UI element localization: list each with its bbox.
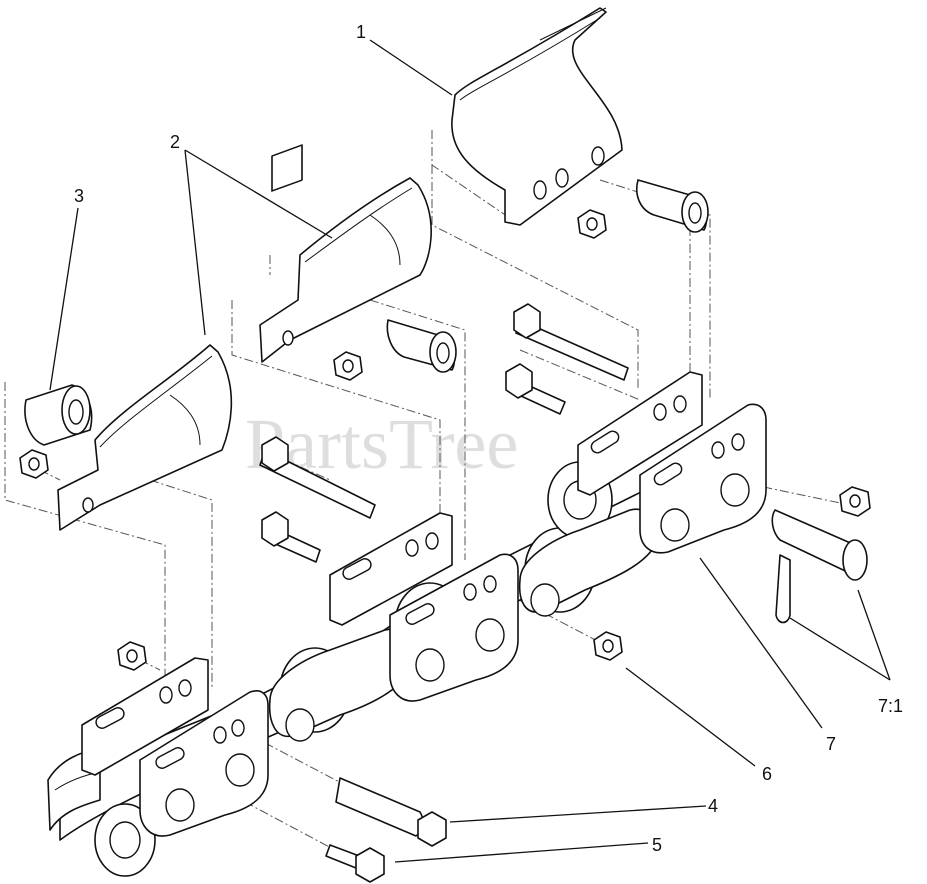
callout-labels: 1 2 3 4 5 6 7 7:1 [74, 22, 903, 855]
flight-brackets [57, 7, 623, 531]
callout-7-1: 7:1 [878, 696, 903, 716]
callout-4: 4 [708, 796, 718, 816]
bolts [259, 303, 629, 883]
spacer-bushings [24, 179, 709, 446]
callout-1: 1 [356, 22, 366, 42]
hex-nuts [19, 209, 871, 671]
callout-6: 6 [762, 764, 772, 784]
chain-attachment-plates [81, 371, 767, 837]
leader-lines [49, 39, 891, 863]
callout-3: 3 [74, 186, 84, 206]
callout-2: 2 [170, 132, 180, 152]
callout-5: 5 [652, 835, 662, 855]
clevis-pin-and-cotter [771, 509, 868, 624]
callout-7: 7 [826, 734, 836, 754]
